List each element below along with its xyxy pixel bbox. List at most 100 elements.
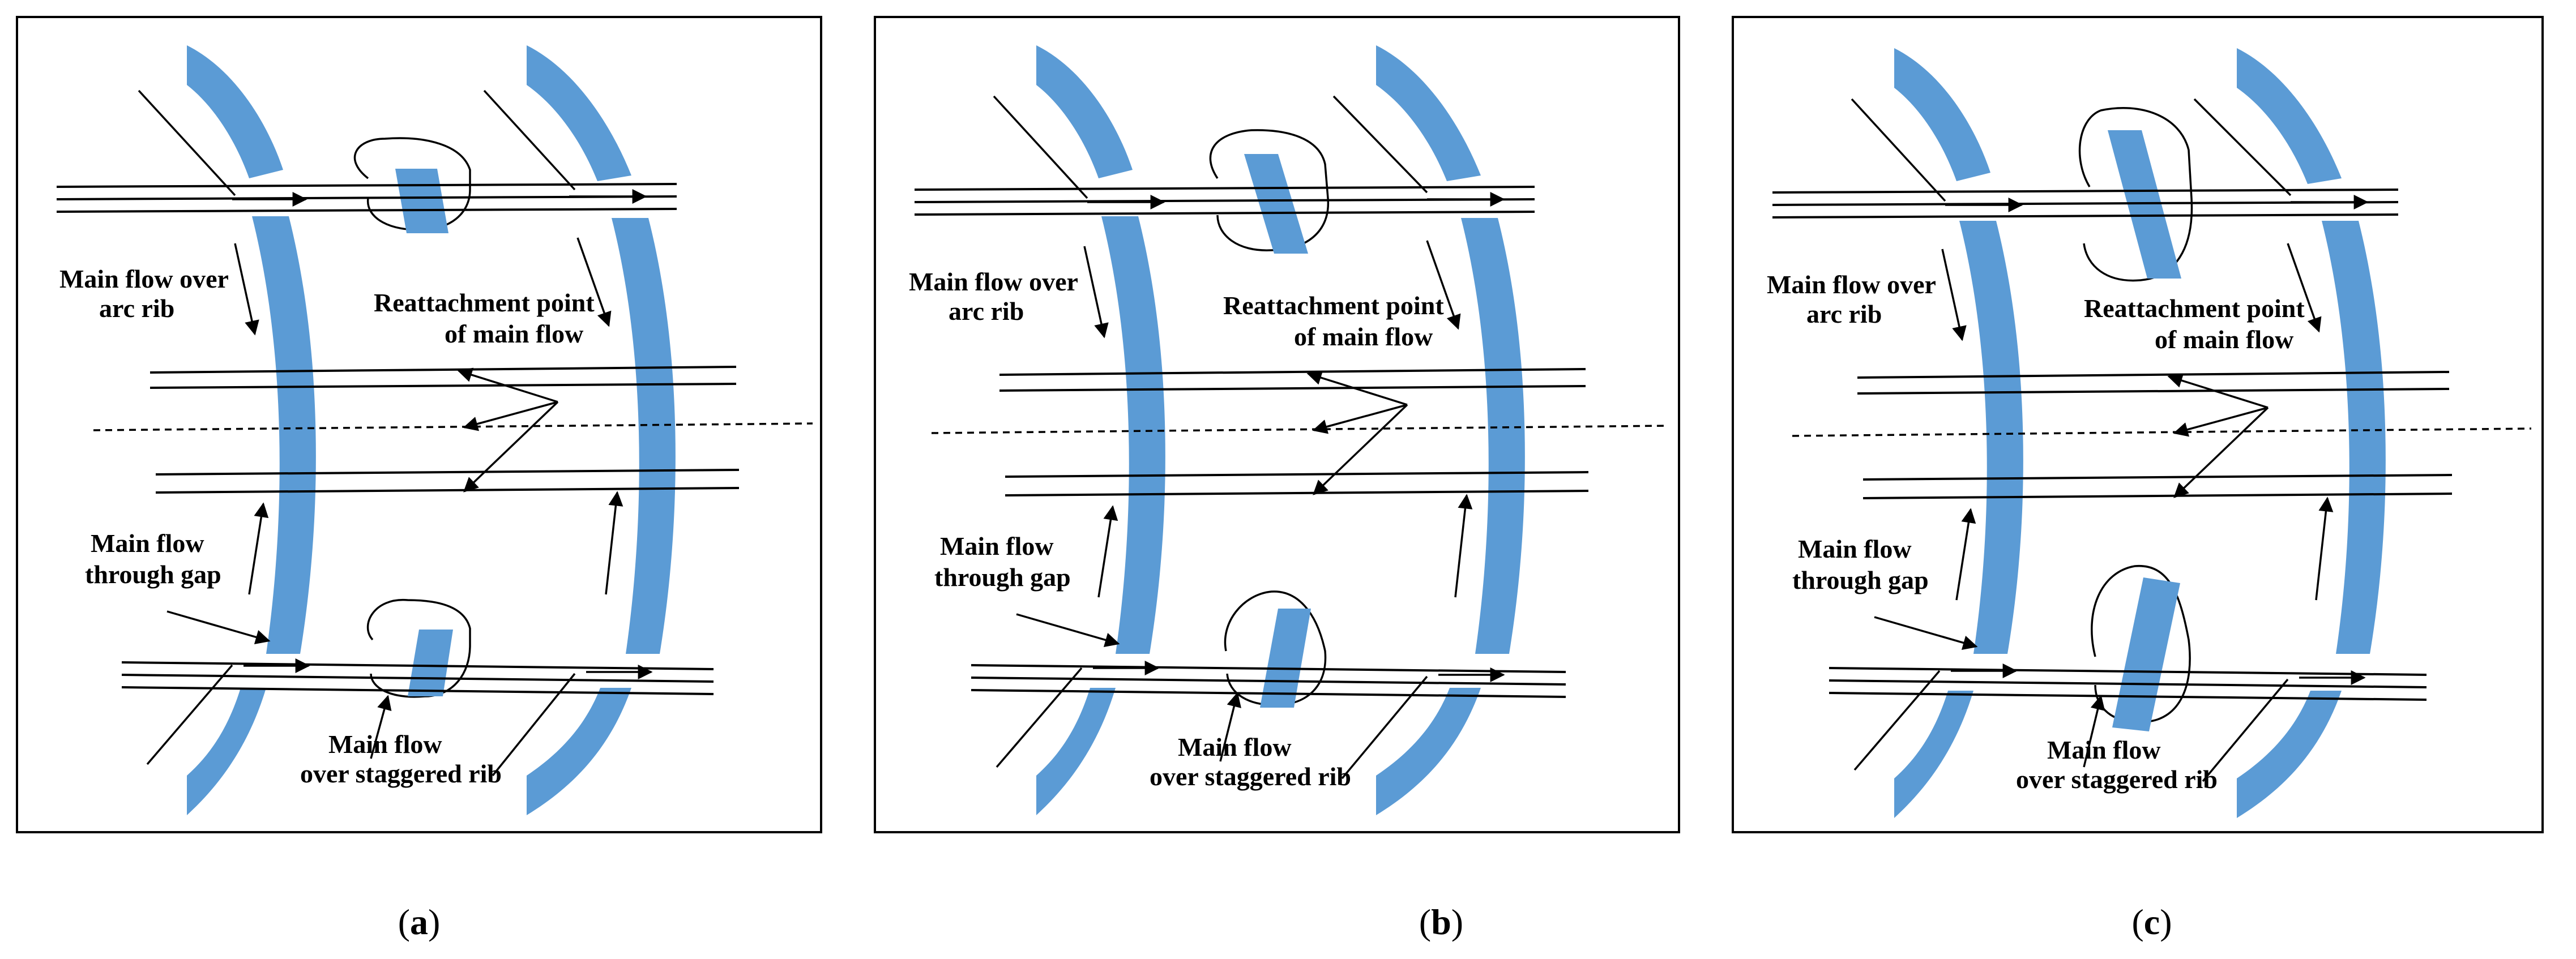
- arrow-arc-rib-left: [234, 243, 259, 336]
- arrow-arc-rib-right: [2287, 243, 2322, 333]
- label-gap-line1: Main flow: [1798, 534, 1912, 563]
- flow-line: [1862, 474, 2453, 481]
- flow-line: [971, 689, 1566, 698]
- arrow-reattach: [463, 401, 558, 431]
- incoming-flow-line: [1332, 95, 1428, 194]
- centerline: [931, 425, 1668, 434]
- panel-b: Main flow over arc rib Reattachment poin…: [874, 16, 1680, 942]
- label-gap-line1: Main flow: [91, 529, 204, 558]
- label-arc-rib-line1: Main flow over: [59, 264, 229, 293]
- flow-line: [914, 186, 1535, 191]
- flow-line: [149, 383, 737, 389]
- incoming-flow-line: [993, 95, 1088, 199]
- arrow-reattach: [1306, 370, 1408, 406]
- recirculation-bubble-bottom: [1224, 590, 1327, 706]
- label-arc-rib-line1: Main flow over: [909, 267, 1078, 296]
- flow-line: [1005, 490, 1589, 496]
- incoming-flow-line: [1341, 675, 1428, 780]
- arc-rib-right-bottom: [527, 688, 631, 815]
- centerline: [1792, 427, 2532, 437]
- label-staggered-line1: Main flow: [328, 730, 442, 759]
- arc-rib-left-bottom: [1894, 691, 1973, 818]
- flow-line: [914, 211, 1535, 216]
- arrow-gap-left: [248, 502, 269, 595]
- panel-c: Main flow over arc rib Reattachment poin…: [1732, 16, 2544, 942]
- label-reattach-line1: Reattachment point: [2084, 294, 2305, 323]
- arrow-gap-in: [1016, 613, 1120, 647]
- staggered-rib-bottom: [408, 630, 453, 696]
- flow-line: [56, 183, 677, 188]
- flow-line: [971, 677, 1566, 686]
- flow-line: [155, 487, 740, 494]
- caption-b: (b): [1419, 902, 1463, 942]
- incoming-flow-line: [1851, 98, 1946, 202]
- arrow-reattach: [463, 401, 559, 493]
- incoming-flow-line: [483, 89, 576, 191]
- recirculation-bubble-top: [353, 137, 471, 231]
- label-staggered-line2: over staggered rib: [1150, 762, 1351, 791]
- arrow-reattach: [1312, 404, 1408, 434]
- arc-rib-right-middle: [612, 218, 676, 654]
- arrow-gap-right: [2315, 496, 2334, 601]
- arrow-staggered: [2083, 695, 2105, 768]
- recirculation-bubble-bottom: [366, 599, 471, 698]
- flow-line: [121, 661, 714, 670]
- arrow-arc-rib-left: [1941, 249, 1967, 341]
- arc-rib-left-bottom: [187, 688, 266, 815]
- label-staggered-line1: Main flow: [2047, 735, 2161, 764]
- arc-rib-right-middle: [1461, 218, 1525, 654]
- flow-line: [1829, 692, 2427, 701]
- arrow-reattach: [457, 367, 558, 403]
- flow-line: [155, 469, 740, 476]
- flow-line: [1772, 213, 2399, 219]
- label-arc-rib-line2: arc rib: [1806, 299, 1882, 328]
- arc-rib-right-bottom: [2237, 691, 2342, 818]
- caption-c: (c): [2131, 902, 2172, 942]
- arc-rib-left-top: [1894, 48, 1990, 181]
- arrow-reattach: [1313, 404, 1408, 495]
- flow-line: [121, 686, 714, 695]
- arc-rib-left-middle: [252, 216, 316, 654]
- flow-line: [1857, 371, 2450, 379]
- arrow-arc-rib-right: [576, 237, 612, 327]
- arrow-arc-rib-right: [1426, 240, 1461, 330]
- arc-rib-right-bottom: [1376, 688, 1481, 815]
- flow-line: [1857, 388, 2450, 395]
- arc-rib-right-top: [527, 45, 631, 181]
- flow-line: [121, 674, 714, 683]
- flow-line: [1772, 189, 2399, 194]
- incoming-flow-line: [996, 667, 1083, 768]
- label-reattach-line1: Reattachment point: [1223, 291, 1444, 320]
- caption-a: (a): [398, 902, 441, 942]
- centerline: [93, 422, 813, 431]
- label-gap-line2: through gap: [934, 563, 1071, 592]
- panel-a: Main flow over arc rib Reattachment poin…: [16, 16, 822, 942]
- label-gap-line2: through gap: [85, 560, 221, 589]
- arc-rib-left-bottom: [1036, 688, 1116, 815]
- incoming-flow-line: [2193, 98, 2292, 196]
- label-gap-line1: Main flow: [940, 532, 1054, 560]
- label-reattach-line2: of main flow: [445, 319, 583, 348]
- flow-line: [149, 366, 737, 374]
- arrow-reattach: [2173, 406, 2269, 437]
- arrow-staggered: [1219, 692, 1241, 762]
- arrow-arc-rib-left: [1083, 246, 1109, 339]
- arc-rib-left-top: [187, 45, 283, 178]
- flow-line: [1829, 679, 2427, 688]
- label-staggered-line1: Main flow: [1178, 733, 1292, 761]
- incoming-flow-line: [1853, 670, 1941, 771]
- arc-rib-right-middle: [2322, 221, 2386, 654]
- label-gap-line2: through gap: [1792, 566, 1929, 594]
- arc-rib-right-top: [2237, 48, 2342, 184]
- recirculation-bubble-top: [1209, 129, 1330, 251]
- panel-frame: [874, 16, 1680, 833]
- arrow-gap-left: [1955, 508, 1976, 601]
- label-reattach-line2: of main flow: [2155, 325, 2293, 354]
- arc-rib-right-top: [1376, 45, 1481, 181]
- incoming-flow-line: [492, 673, 576, 777]
- staggered-rib-bottom: [2112, 577, 2180, 731]
- label-arc-rib-line2: arc rib: [99, 294, 174, 323]
- flow-line: [1862, 493, 2453, 499]
- incoming-flow-line: [2202, 678, 2289, 782]
